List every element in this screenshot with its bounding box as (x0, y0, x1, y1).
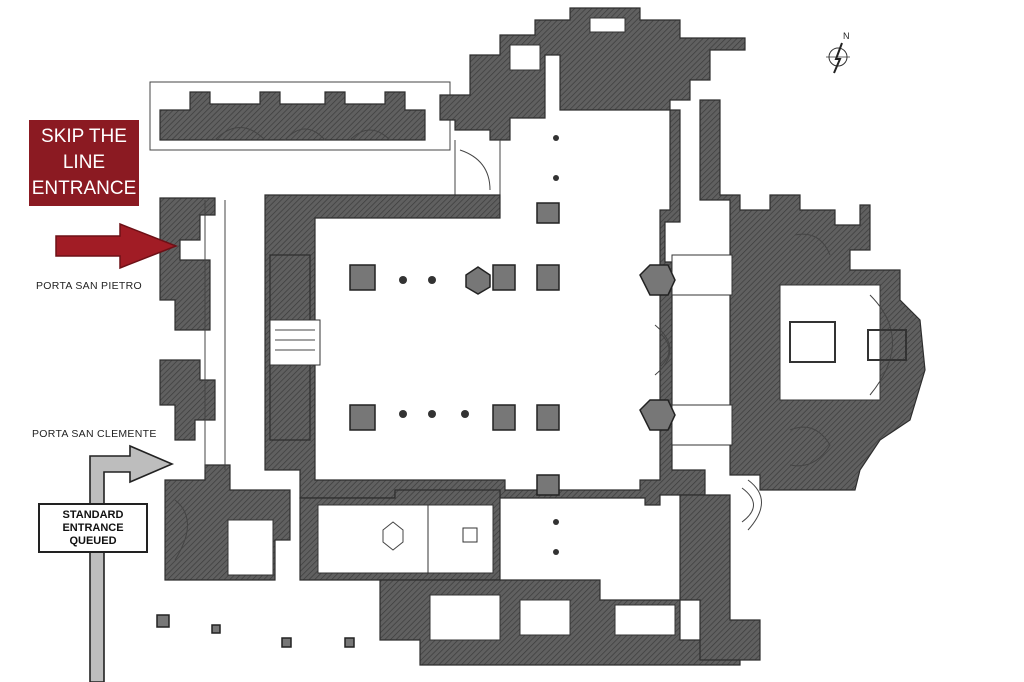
nave-pillars (349, 135, 676, 555)
compass-north-label: N (843, 31, 850, 41)
loose-bases (156, 614, 355, 648)
north-tower (439, 7, 746, 206)
skip-line-arrow (55, 222, 179, 270)
standard-entrance-arrow (89, 444, 175, 682)
aisle-wall (269, 254, 321, 441)
standard-entrance-text: STANDARD ENTRANCE QUEUED (62, 508, 124, 547)
compass-north-icon: N (826, 31, 850, 74)
west-facade (159, 197, 291, 581)
east-transept (699, 99, 926, 491)
standard-entrance-label: STANDARD ENTRANCE QUEUED (38, 503, 148, 553)
north-portico (149, 81, 451, 151)
porta-san-clemente-label: PORTA SAN CLEMENTE (32, 428, 157, 440)
east-aisle-rooms (654, 254, 762, 661)
skip-the-line-text: SKIP THE LINE ENTRANCE (31, 126, 137, 199)
skip-the-line-label: SKIP THE LINE ENTRANCE (29, 120, 139, 206)
bent-arrow-icon (89, 444, 175, 682)
right-arrow-icon (55, 222, 179, 270)
porta-san-pietro-label: PORTA SAN PIETRO (36, 280, 142, 292)
south-chapels (299, 489, 741, 666)
